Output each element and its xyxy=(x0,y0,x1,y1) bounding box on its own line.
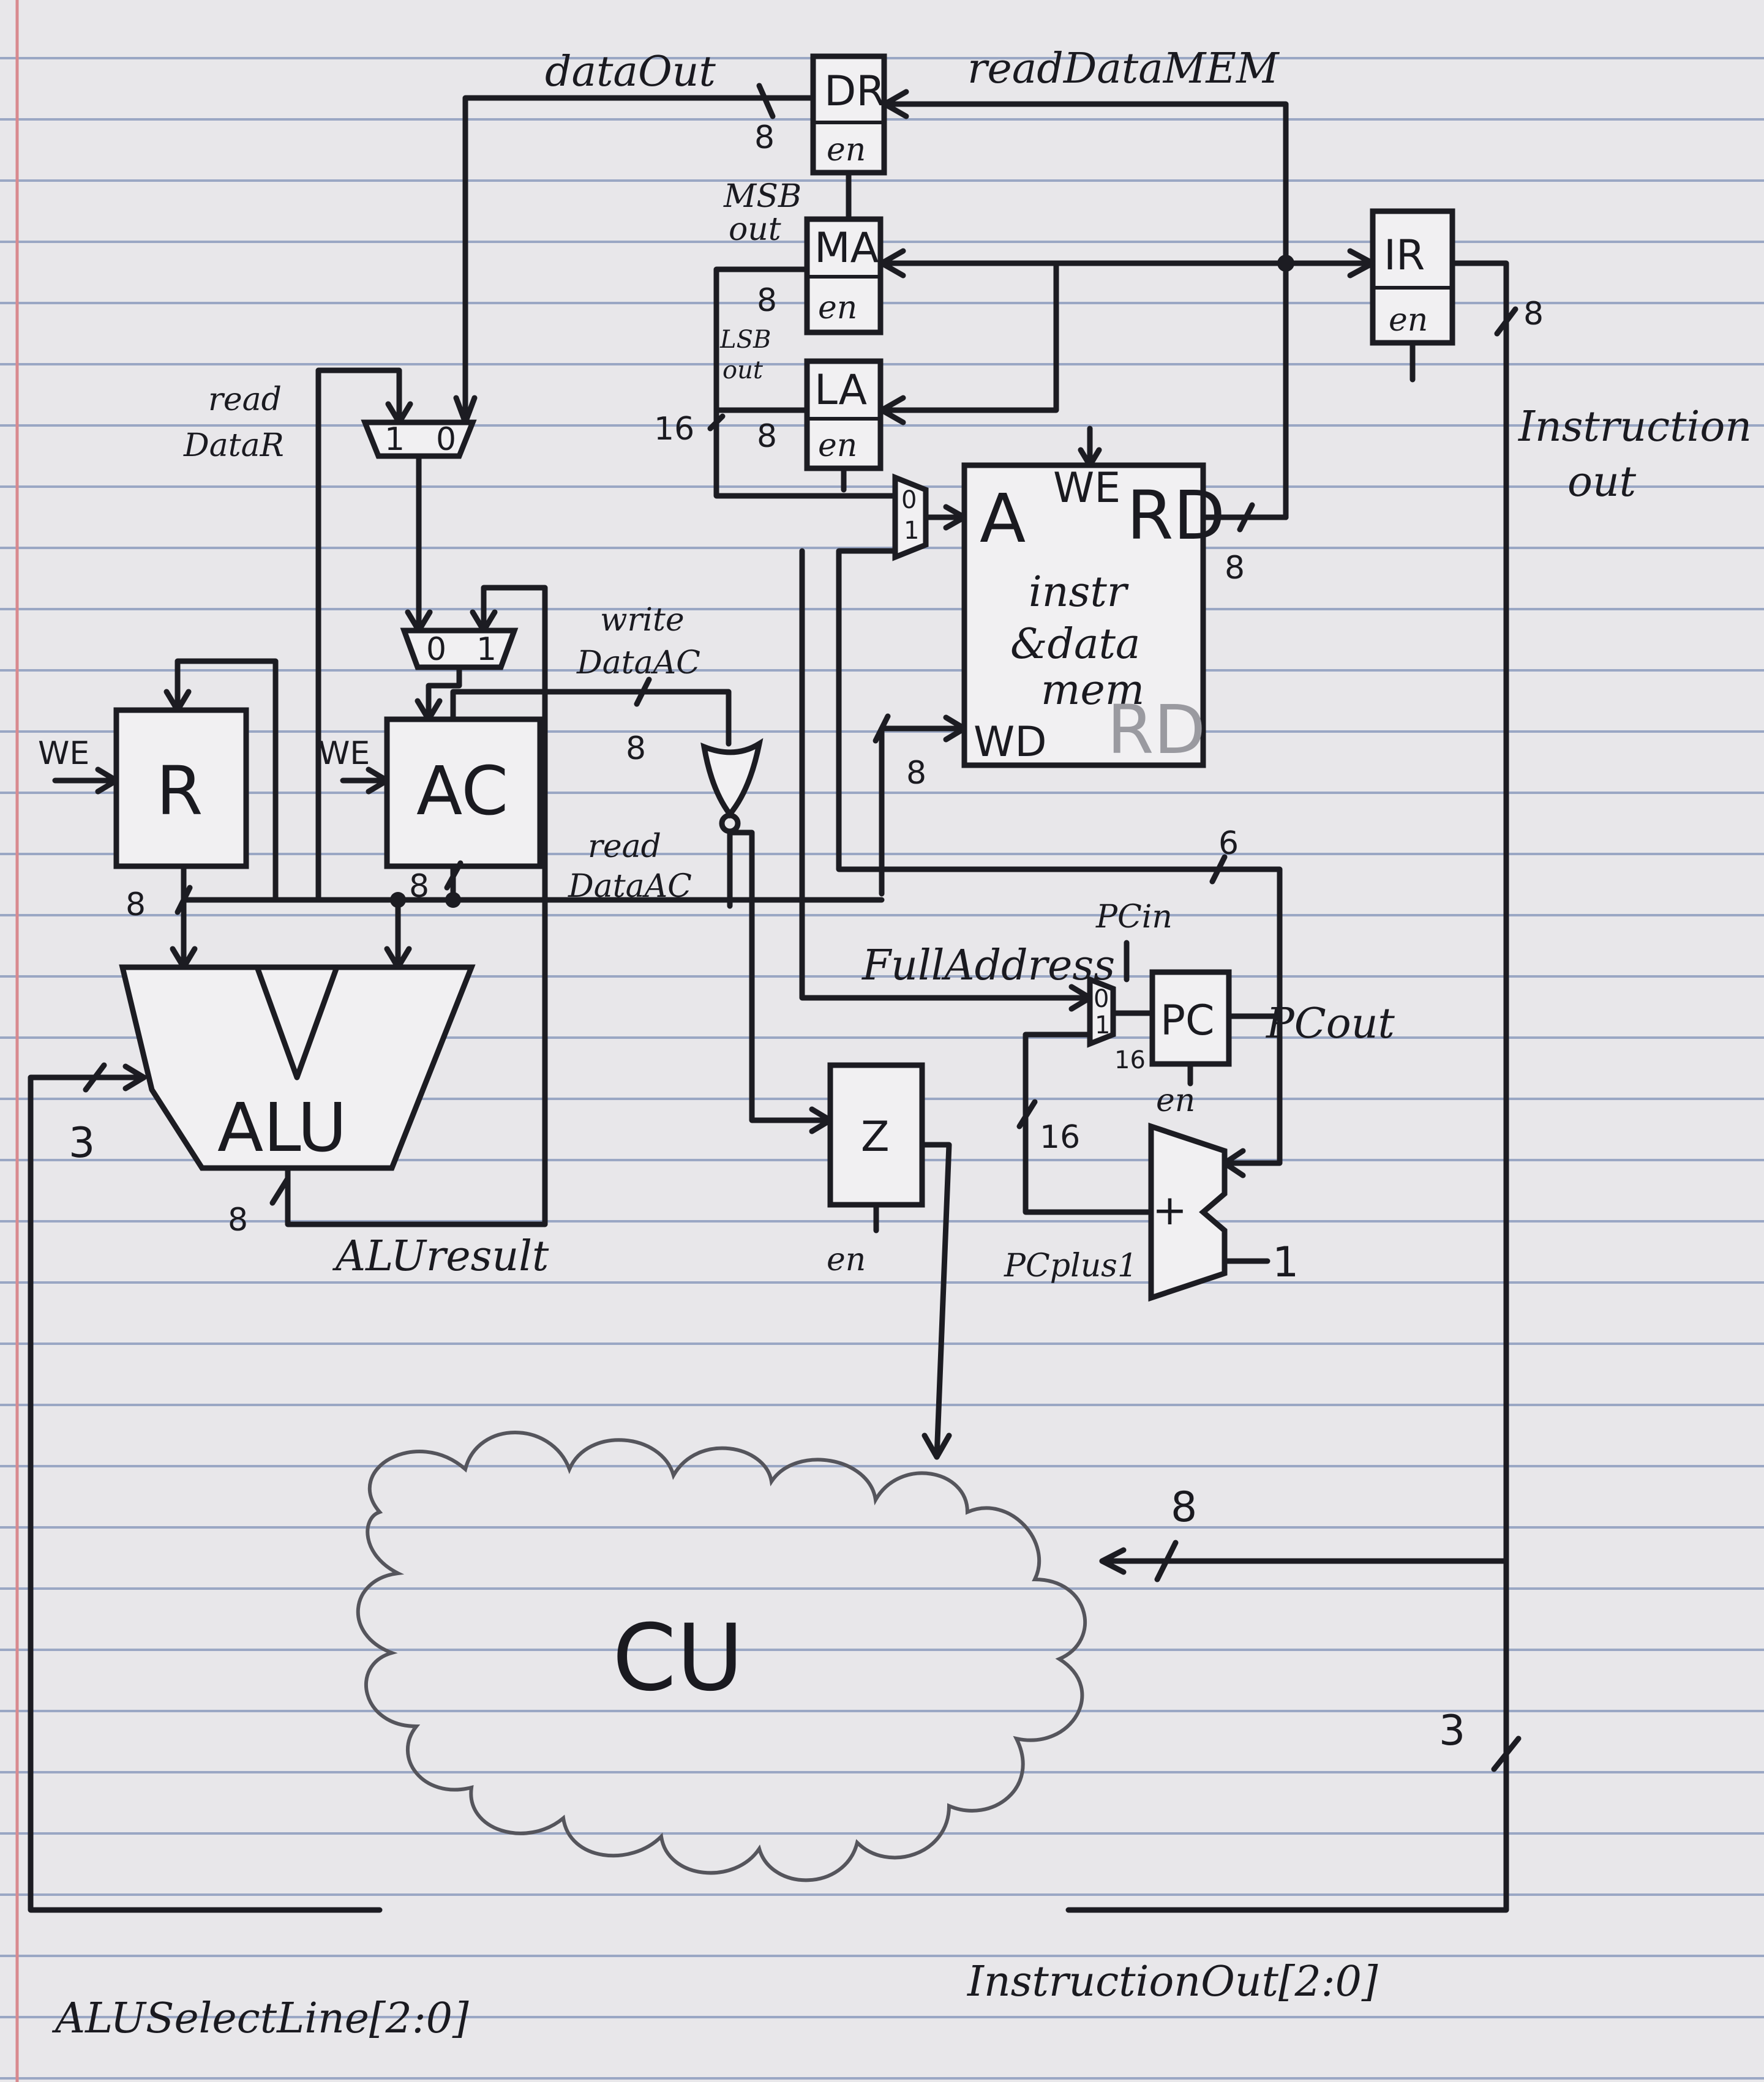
cu-ins-width: 3 xyxy=(1439,1707,1465,1755)
read-data-mem-label: readDataMEM xyxy=(967,45,1280,93)
ir-out-width: 8 xyxy=(1523,296,1544,332)
dr-enable-label: en xyxy=(827,132,866,168)
read-data-mux: 1 0 xyxy=(365,421,473,458)
write-data-ac-label-1: write xyxy=(600,602,685,638)
mux2-in1: 1 xyxy=(476,631,497,668)
mem-mux-in1: 1 xyxy=(904,517,919,545)
ac-write-enable: WE xyxy=(318,735,370,772)
alu-out-width: 8 xyxy=(228,1202,248,1238)
data-out-label: dataOut xyxy=(545,48,716,96)
alu-label: ALU xyxy=(217,1088,347,1167)
adder-plus: + xyxy=(1152,1186,1187,1235)
msb-out-label-1: MSB xyxy=(723,178,801,215)
instruction-data-memory: A WE RD instr &data mem WD RD xyxy=(964,464,1225,769)
dr-label: DR xyxy=(824,67,885,116)
pc-label: PC xyxy=(1160,997,1215,1045)
pc-adder: + xyxy=(1151,1126,1225,1298)
alu: ALU xyxy=(122,967,471,1168)
mux1-in1: 1 xyxy=(385,421,405,458)
pc-loop-width: 16 xyxy=(1040,1119,1080,1156)
nor-gate xyxy=(704,744,759,814)
pc-plus1-label: PCplus1 xyxy=(1004,1248,1138,1284)
pc-enable-label: en xyxy=(1156,1082,1195,1119)
write-ac-width: 8 xyxy=(626,730,646,767)
z-register: Z xyxy=(830,1065,922,1205)
mem-wd-width: 8 xyxy=(906,755,926,792)
memory-write-enable: WE xyxy=(1053,464,1120,512)
r-label: R xyxy=(156,752,203,830)
ac-input-mux: 0 1 xyxy=(404,631,514,668)
cu-label: CU xyxy=(612,1605,744,1712)
memory-label-line-2: &data xyxy=(1010,620,1140,668)
ir-label: IR xyxy=(1384,231,1425,280)
z-label: Z xyxy=(861,1113,890,1161)
dr-out-width: 8 xyxy=(754,119,775,156)
alu-select-width: 3 xyxy=(69,1119,95,1167)
ac-label: AC xyxy=(416,752,508,830)
instruction-out-label-1: Instruction xyxy=(1517,403,1752,451)
msb-out-label-2: out xyxy=(729,211,781,248)
ir-register: IR en xyxy=(1373,211,1452,343)
lsb-out-label-2: out xyxy=(722,356,764,384)
z-enable-label: en xyxy=(827,1241,866,1278)
memory-label-line-1: instr xyxy=(1029,568,1129,616)
instruction-out-bus-label: InstructionOut[2:0] xyxy=(966,1958,1378,2006)
ir-enable-label: en xyxy=(1389,302,1428,339)
control-unit-cloud: CU xyxy=(358,1432,1085,1880)
lsb-bus-width: 16 xyxy=(654,411,694,447)
mux1-in0: 0 xyxy=(436,421,456,458)
ma-register: MA en xyxy=(807,219,880,332)
alu-result-label: ALUresult xyxy=(332,1232,549,1281)
memory-address-port: A xyxy=(980,479,1026,558)
ma-label: MA xyxy=(814,224,879,272)
memory-write-port: WD xyxy=(974,718,1047,766)
pc-bus-width: 6 xyxy=(1218,825,1239,862)
pc-in-width: 16 xyxy=(1114,1046,1146,1074)
pc-out-label: PCout xyxy=(1265,1000,1395,1048)
mux2-in0: 0 xyxy=(426,631,446,668)
r-register: R xyxy=(116,710,246,866)
read-data-ac-label-1: read xyxy=(588,828,661,865)
pc-mux-in1: 1 xyxy=(1095,1011,1110,1039)
la-label: LA xyxy=(814,366,867,414)
dr-register: DR en xyxy=(813,56,885,173)
alu-select-line-label: ALUSelectLine[2:0] xyxy=(51,1994,469,2043)
ac-register: AC xyxy=(387,719,540,866)
ma-enable-label: en xyxy=(818,290,857,326)
pc-register: PC xyxy=(1152,972,1229,1064)
r-write-enable: WE xyxy=(38,735,89,772)
read-data-r-label-2: DataR xyxy=(183,427,284,464)
la-enable-label: en xyxy=(818,427,857,464)
la-register: LA en xyxy=(807,361,880,468)
la-in-width: 8 xyxy=(757,418,777,455)
lsb-out-label-1: LSB xyxy=(719,326,771,354)
mem-rd-width: 8 xyxy=(1225,550,1245,586)
read-data-r-label-1: read xyxy=(208,381,282,418)
instruction-out-label-2: out xyxy=(1567,458,1637,506)
adder-const: 1 xyxy=(1272,1238,1299,1287)
r-out-width: 8 xyxy=(126,886,146,923)
pc-in-label: PCin xyxy=(1095,899,1173,935)
memory-address-mux: 0 1 xyxy=(895,477,926,557)
memory-ghost-rd: RD xyxy=(1107,691,1206,769)
write-data-ac-label-2: DataAC xyxy=(576,645,700,681)
full-address-label: FullAddress xyxy=(861,942,1115,990)
mem-mux-in0: 0 xyxy=(901,486,917,514)
cu-in-width: 8 xyxy=(1171,1483,1197,1532)
ma-in-width: 8 xyxy=(757,282,777,319)
